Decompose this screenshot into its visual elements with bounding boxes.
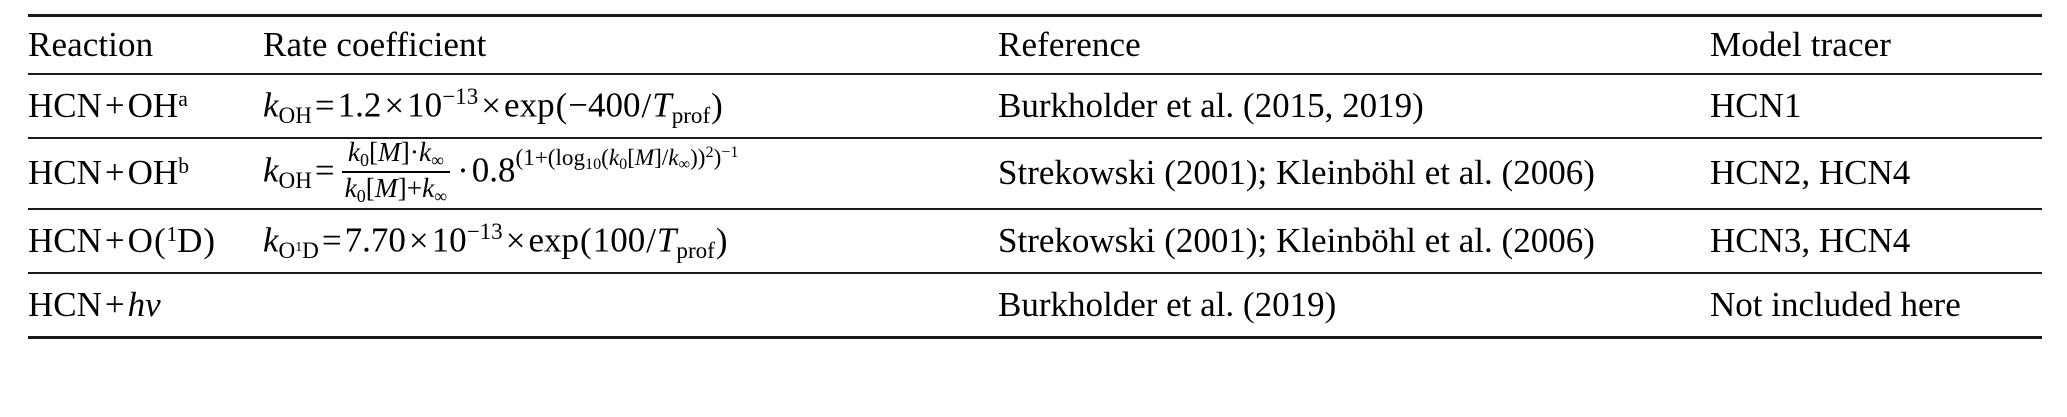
cell-reaction: HCN+OHb xyxy=(28,138,263,209)
model-tracer-text: Not included here xyxy=(1710,284,1961,324)
column-header-reference: Reference xyxy=(998,25,1141,64)
cell-model-tracer: HCN1 xyxy=(1710,74,2042,138)
cell-rate-coefficient xyxy=(263,273,998,336)
reference-text: Burkholder et al. (2019) xyxy=(998,284,1337,324)
cell-rate-coefficient: kO1D=7.70×10−13×exp(100/Tprof) xyxy=(263,209,998,273)
table-body: HCN+OHa kOH=1.2×10−13×exp(−400/Tprof) Bu… xyxy=(28,74,2042,336)
cell-reference: Burkholder et al. (2019) xyxy=(998,273,1710,336)
cell-reference: Burkholder et al. (2015, 2019) xyxy=(998,74,1710,138)
model-tracer-text: HCN1 xyxy=(1710,85,1802,125)
column-header-model-tracer: Model tracer xyxy=(1710,25,1891,64)
cell-rate-coefficient: kOH=k0[M]·k∞k0[M]+k∞·0.8(1+(log10(k0[M]/… xyxy=(263,137,998,209)
cell-reference: Strekowski (2001); Kleinböhl et al. (200… xyxy=(998,209,1710,273)
cell-reference: Strekowski (2001); Kleinböhl et al. (200… xyxy=(998,138,1710,209)
column-header-rate-coefficient: Rate coefficient xyxy=(263,25,487,64)
header-row: Reaction Rate coefficient Reference Mode… xyxy=(28,15,2042,75)
model-tracer-text: HCN2, HCN4 xyxy=(1710,153,1911,193)
rate-exponent-expression: (1+(log10(k0[M]/k∞))2)−1 xyxy=(515,144,739,174)
table-bottom-rule xyxy=(28,335,2042,339)
reference-text: Strekowski (2001); Kleinböhl et al. (200… xyxy=(998,220,1595,260)
reaction-formula-hcn-oh-a: HCN+OHa xyxy=(28,85,188,125)
rate-formula-row1: kOH=1.2×10−13×exp(−400/Tprof) xyxy=(263,82,723,129)
table-row: HCN+OHb kOH=k0[M]·k∞k0[M]+k∞·0.8(1+(log1… xyxy=(28,137,2042,209)
table-header: Reaction Rate coefficient Reference Mode… xyxy=(28,15,2042,75)
table-row: HCN+OHa kOH=1.2×10−13×exp(−400/Tprof) Bu… xyxy=(28,74,2042,138)
footnote-marker-a: a xyxy=(178,87,188,112)
subscript-o1d: O1D xyxy=(278,237,319,263)
reaction-rate-table: Reaction Rate coefficient Reference Mode… xyxy=(28,14,2042,336)
cell-model-tracer: Not included here xyxy=(1710,273,2042,336)
column-header-reaction: Reaction xyxy=(28,25,154,64)
cell-rate-coefficient: kOH=1.2×10−13×exp(−400/Tprof) xyxy=(263,74,998,138)
table-row: HCN+O(1D) kO1D=7.70×10−13×exp(100/Tprof)… xyxy=(28,208,2042,273)
model-tracer-text: HCN3, HCN4 xyxy=(1710,220,1911,260)
footnote-marker-b: b xyxy=(178,154,190,179)
reference-text: Strekowski (2001); Kleinböhl et al. (200… xyxy=(998,153,1595,193)
fraction-numerator: k0[M]·k∞ xyxy=(347,137,444,171)
reference-text: Burkholder et al. (2015, 2019) xyxy=(998,85,1424,125)
cell-model-tracer: HCN2, HCN4 xyxy=(1710,138,2042,209)
rate-formula-row3: kO1D=7.70×10−13×exp(100/Tprof) xyxy=(263,217,728,263)
cell-reaction: HCN+O(1D) xyxy=(28,209,263,273)
fraction-denominator: k0[M]+k∞ xyxy=(341,171,451,206)
cell-reaction: HCN+OHa xyxy=(28,74,263,138)
rate-fraction: k0[M]·k∞k0[M]+k∞ xyxy=(341,137,451,207)
reaction-formula-hcn-oh-b: HCN+OHb xyxy=(28,153,190,193)
reaction-formula-hcn-o1d: HCN+O(1D) xyxy=(28,220,216,260)
table-row: HCN+hν Burkholder et al. (2019) Not incl… xyxy=(28,272,2042,336)
rate-formula-row2: kOH=k0[M]·k∞k0[M]+k∞·0.8(1+(log10(k0[M]/… xyxy=(263,137,739,207)
cell-model-tracer: HCN3, HCN4 xyxy=(1710,209,2042,273)
cell-reaction: HCN+hν xyxy=(28,273,263,336)
reaction-rate-table-container: Reaction Rate coefficient Reference Mode… xyxy=(28,14,2042,339)
reaction-formula-hcn-photolysis: HCN+hν xyxy=(28,284,161,324)
